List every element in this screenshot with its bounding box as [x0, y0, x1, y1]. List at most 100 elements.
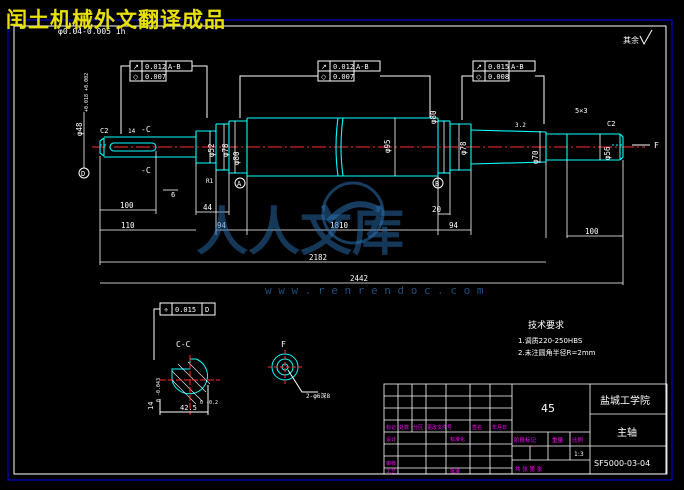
dia-48-dev: +0.018 +0.002 [84, 73, 90, 112]
shaft-profile [99, 117, 624, 177]
cc-tol-val: 0.015 [175, 306, 196, 314]
watermark-logo [321, 181, 385, 245]
section-c-top: -C [141, 125, 151, 134]
title-block [383, 383, 668, 475]
fillet-r1: R1 [206, 178, 214, 185]
gdt-right-val2: 0.008 [488, 73, 509, 81]
gdt-frame-mid: ↗ ◇ 0.012 A-B 0.007 [239, 60, 431, 118]
cc-dim-width: 14 [147, 402, 155, 410]
datum-b-circle [432, 177, 444, 189]
dim-44: 44 [203, 203, 213, 212]
dimension-lines [83, 112, 624, 285]
cc-tol-sym: ÷ [164, 306, 168, 314]
tb-weight: 重量 [552, 436, 564, 444]
dim-94-right: 94 [449, 221, 459, 230]
section-cc: ÷ 0.015 D C-C 42.5 0 -0.2 14 0 -0.043 [147, 302, 220, 415]
watermark-brand: 人人文库 [196, 203, 404, 263]
dia-80-right: φ80 [429, 110, 438, 124]
tb-qty: 45 [541, 402, 555, 415]
gdt-left-val1: 0.012 [145, 63, 166, 71]
tech-req-line1: 1.调质220-250HBS [518, 336, 583, 345]
roughness-rest-label: 其余 [623, 35, 639, 45]
tb-craft: 工艺 [386, 469, 396, 475]
tech-req-line2: 2.未注圆角半径R=2mm [518, 348, 596, 357]
dia-70: φ70 [531, 150, 540, 164]
tb-hdr-3: 更改文件号 [427, 424, 452, 431]
dim-2442: 2442 [350, 274, 368, 283]
roughness-rest-icon [639, 29, 653, 46]
tb-design: 设计 [386, 436, 396, 443]
outer-frame [7, 19, 673, 481]
gdt-left-val2: 0.007 [145, 73, 166, 81]
dia-78-right: φ78 [459, 141, 468, 155]
svg-text:◇: ◇ [321, 73, 327, 81]
cc-label: C-C [176, 340, 191, 349]
cc-tol-ref: D [205, 306, 209, 314]
tb-std: 标准化 [450, 436, 465, 443]
dia-52: φ52 [207, 143, 216, 157]
gdt-frame-right: ↗ ◇ 0.015 A-B 0.008 [461, 60, 545, 124]
dim-1810: 1810 [330, 221, 349, 230]
tb-drawing-no: SF5000-03-04 [594, 459, 650, 468]
dim-100-right: 100 [585, 227, 599, 236]
tb-hdr-1: 处数 [399, 424, 409, 431]
dia-95: φ95 [383, 139, 392, 153]
svg-text:◇: ◇ [476, 73, 482, 81]
tb-hdr-4: 签名 [472, 424, 482, 431]
svg-text:↗: ↗ [476, 63, 482, 71]
gdt-frame-left: ↗ ◇ 0.012 A-B 0.007 [120, 60, 208, 134]
datum-a: A [237, 180, 242, 188]
gdt-mid-val2: 0.007 [333, 73, 354, 81]
top-tolerance-text: φ0.04-0.005 1h [58, 27, 126, 36]
dia-56: φ56 [603, 146, 612, 160]
tb-hdr-0: 标记 [386, 424, 396, 431]
chamfer-right: C2 [607, 120, 615, 128]
roughness-right: 3.2 [515, 122, 526, 129]
tb-scale: 1:3 [574, 451, 584, 458]
dim-94-left: 94 [217, 221, 227, 230]
dim-2182: 2182 [309, 253, 327, 262]
datum-b: B [435, 180, 439, 188]
cc-dim-width-dev: 0 -0.043 [156, 378, 162, 402]
watermark-title: 闰土机械外文翻译成品 [6, 8, 226, 32]
cc-dim-depth-dev: 0 -0.2 [200, 400, 218, 406]
f-label: F [281, 340, 286, 349]
tb-check: 审核 [386, 460, 396, 467]
f-callout: 2-φ6深8 [306, 392, 330, 400]
chamfer-left: C2 [100, 127, 108, 135]
dia-80-left: φ80 [232, 151, 241, 165]
dim-20: 20 [432, 205, 442, 214]
svg-text:◇: ◇ [133, 73, 139, 81]
svg-text:↗: ↗ [321, 63, 327, 71]
tb-school: 盐城工学院 [600, 394, 650, 407]
tb-approve: 批准 [450, 468, 460, 475]
gdt-right-val1: 0.015 [488, 63, 509, 71]
tb-ratio: 比例 [572, 436, 584, 444]
keyway-right: 5×3 [575, 107, 588, 115]
tb-hdr-2: 分区 [413, 424, 423, 431]
view-f-label: F [654, 141, 659, 150]
dim-110: 110 [121, 221, 135, 230]
tb-sheets: 共 张 第 张 [515, 465, 543, 473]
datum-a-circle [234, 177, 246, 189]
tb-part: 主轴 [617, 426, 637, 439]
gdt-right-ref1: A-B [511, 63, 524, 71]
tb-hdr-5: 年月日 [492, 424, 507, 431]
svg-text:↗: ↗ [133, 63, 139, 71]
gdt-mid-val1: 0.012 [333, 63, 354, 71]
gdt-left-ref1: A-B [168, 63, 181, 71]
datum-d-circle [78, 167, 90, 179]
tb-stage: 阶段标记 [514, 436, 537, 444]
dia-78-left: φ78 [221, 143, 230, 157]
dim-100: 100 [120, 201, 134, 210]
cc-dim-depth: 42.5 [180, 404, 197, 412]
tech-req-title: 技术要求 [528, 319, 564, 331]
section-f: F 2-φ6深8 [268, 340, 330, 400]
gdt-mid-ref1: A-B [356, 63, 369, 71]
dia-48: φ48 [75, 122, 84, 136]
watermark-url: w w w . r e n r e n d o c . c o m [265, 284, 484, 297]
dim-six: 6 [171, 191, 175, 199]
section-c-bottom: -C [141, 166, 151, 175]
